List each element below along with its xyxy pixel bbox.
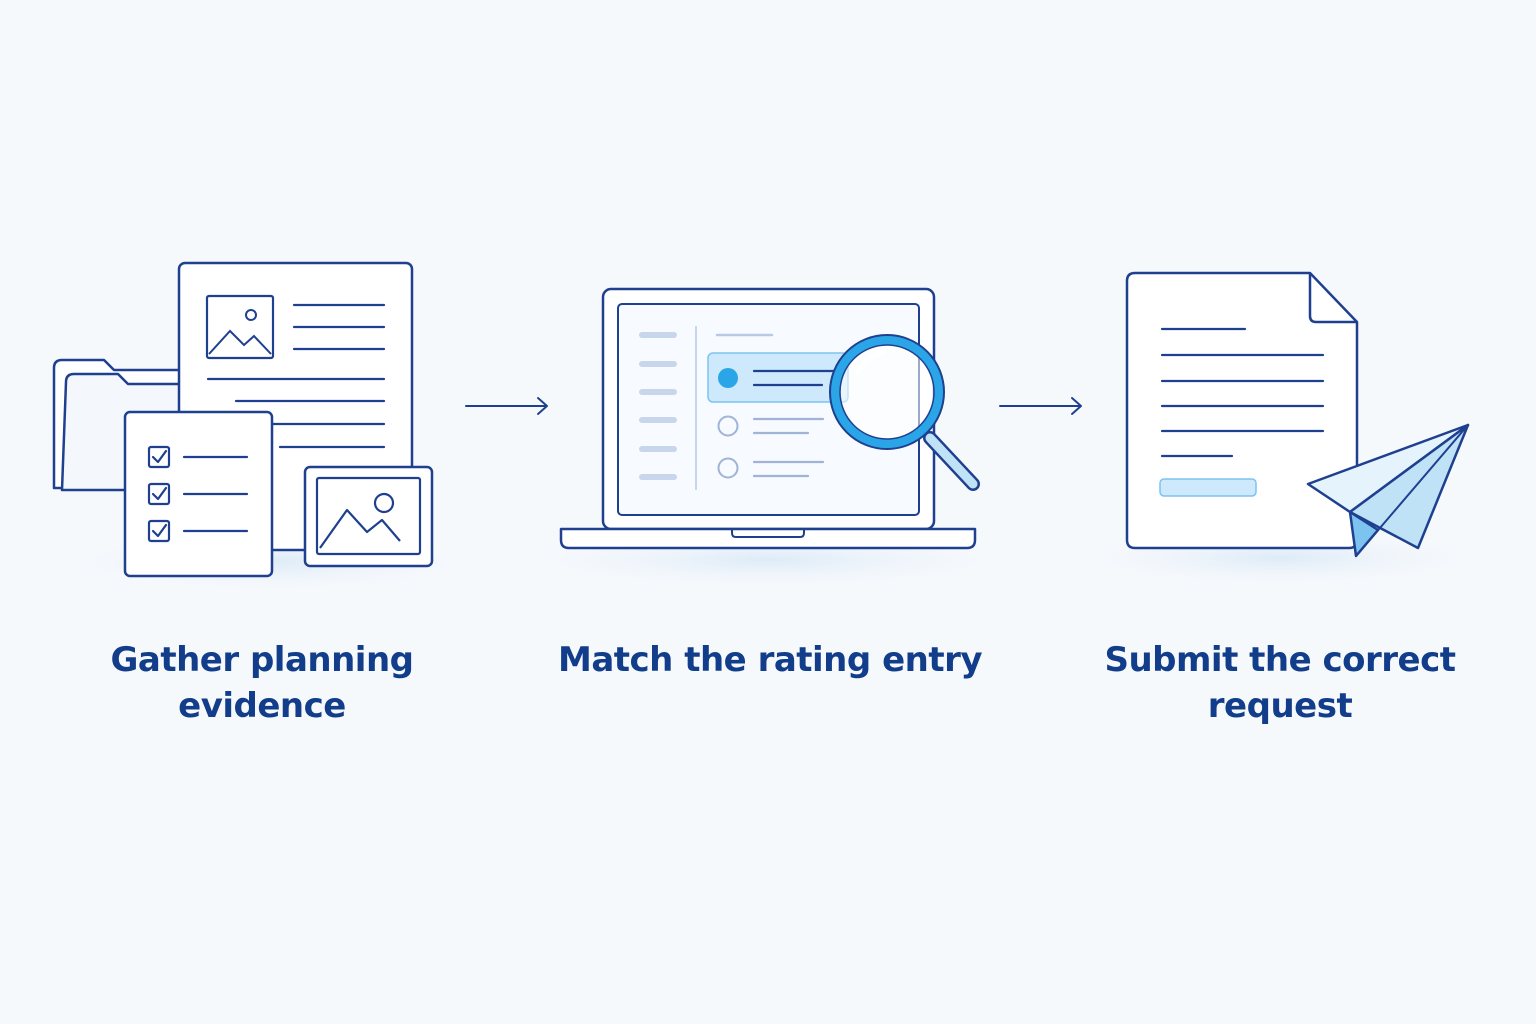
image-thumbnail-icon [205, 294, 275, 360]
paper-plane-icon [1306, 423, 1470, 558]
step-3-label: Submit the correct request [1070, 637, 1490, 729]
step-2-label-line-1: Match the rating entry [557, 640, 983, 680]
step-2-label: Match the rating entry [540, 637, 1000, 683]
step-1-illustration [52, 261, 465, 590]
arrow-right-icon [465, 397, 548, 415]
checklist-icon [123, 410, 274, 578]
step-2-illustration [538, 287, 998, 586]
image-icon [303, 465, 434, 568]
step-3-illustration [1090, 271, 1470, 584]
arrow-right-icon [999, 397, 1082, 415]
step-3-label-line-2: request [1207, 686, 1353, 726]
document-icon [1125, 271, 1359, 550]
step-3-label-line-1: Submit the correct [1104, 640, 1456, 680]
step-1-label-line-1: Gather planning [110, 640, 414, 680]
magnifier-icon [829, 334, 980, 491]
step-1-label-line-2: evidence [178, 686, 346, 726]
step-1-label: Gather planning evidence [62, 637, 462, 729]
